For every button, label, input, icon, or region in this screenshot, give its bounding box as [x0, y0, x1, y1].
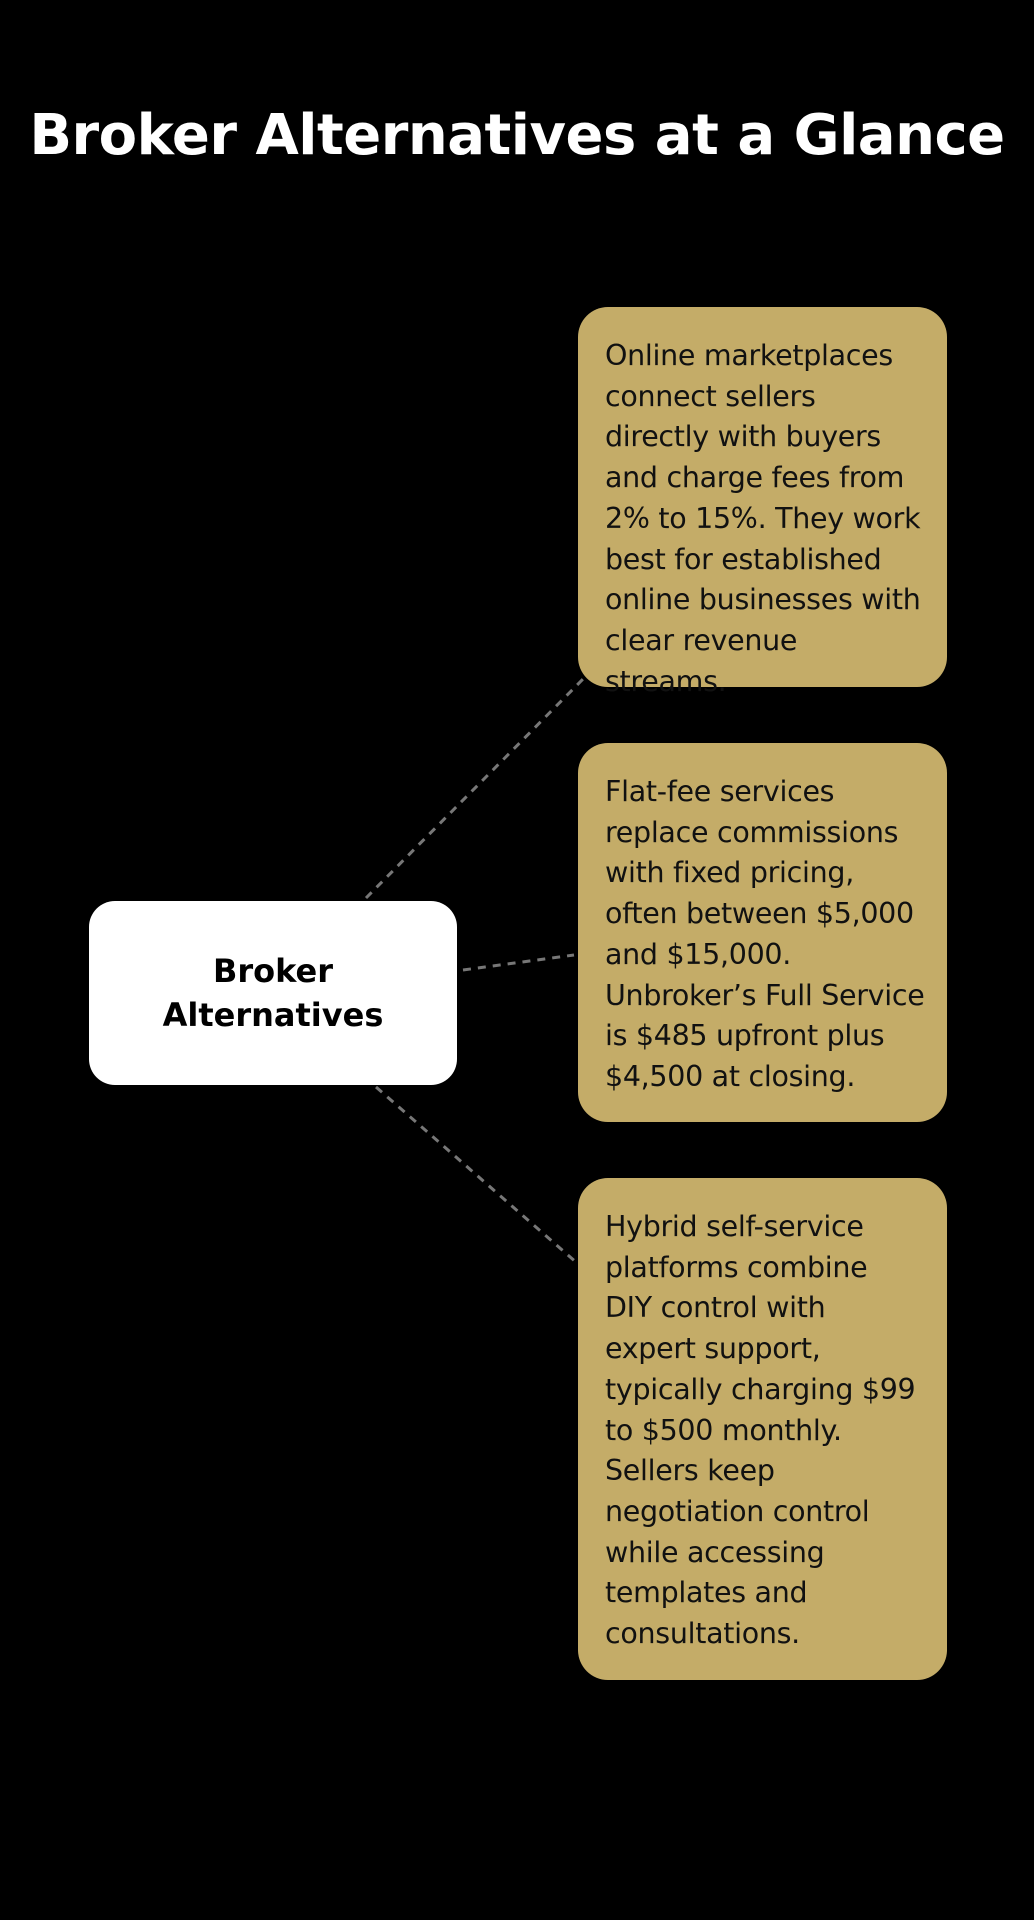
leaf-node-text: Hybrid self-service platforms combine DI… — [605, 1210, 916, 1651]
leaf-node-marketplaces: Online marketplaces connect sellers dire… — [578, 307, 947, 698]
leaf-node-flat-fee: Flat-fee services replace commissions wi… — [578, 743, 947, 1122]
connector-line-2 — [462, 953, 575, 972]
connector-line-3 — [375, 1085, 578, 1265]
leaf-node-text: Flat-fee services replace commissions wi… — [605, 775, 925, 1093]
leaf-node-hybrid: Hybrid self-service platforms combine DI… — [578, 1178, 947, 1680]
center-node: Broker Alternatives — [89, 901, 457, 1085]
page-title: Broker Alternatives at a Glance — [29, 103, 1005, 168]
connector-line-1 — [364, 672, 590, 900]
leaf-node-text: Online marketplaces connect sellers dire… — [605, 339, 921, 698]
center-node-label: Broker Alternatives — [162, 952, 384, 1034]
